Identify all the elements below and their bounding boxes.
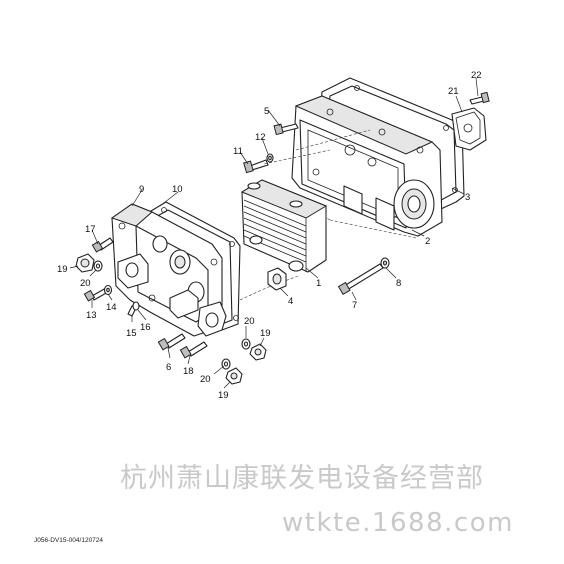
- callout-20-bottom: 20: [200, 374, 211, 385]
- leader-lines: [69, 77, 479, 389]
- watermark-company: 杭州萧山康联发电设备经营部: [120, 463, 484, 494]
- front-cover: [110, 203, 227, 337]
- callout-18: 18: [183, 366, 194, 377]
- callout-19-bottom: 19: [218, 390, 229, 401]
- washer-16: [132, 301, 140, 311]
- seal-ring-4: [267, 267, 287, 291]
- plug-19-right: [249, 343, 267, 361]
- callout-22: 22: [471, 70, 482, 81]
- callout-7: 7: [352, 300, 357, 311]
- callout-16: 16: [140, 322, 151, 333]
- watermark-site: wtkte.1688.com: [282, 508, 514, 538]
- bolt-7: [337, 263, 384, 296]
- bolt-18: [179, 341, 208, 359]
- washer-12: [266, 153, 274, 163]
- callout-5: 5: [264, 106, 269, 117]
- bolt-6: [157, 333, 186, 351]
- callout-8: 8: [396, 278, 401, 289]
- callout-13: 13: [86, 310, 97, 321]
- seal-20-left: [93, 260, 103, 272]
- callout-3: 3: [465, 192, 470, 203]
- oil-cooler-core: [240, 179, 328, 273]
- callout-20-left: 20: [80, 278, 91, 289]
- callout-4: 4: [288, 296, 293, 307]
- plug-19-bottom: [225, 367, 243, 385]
- seal-20-right: [241, 338, 251, 350]
- drawing-code: J056-DV15-004/120724: [34, 537, 104, 544]
- callout-10: 10: [172, 184, 183, 195]
- bracket-21: [451, 107, 487, 151]
- seal-20-bottom: [221, 358, 231, 370]
- bolt-11: [243, 159, 269, 174]
- oil-cooler-housing: [291, 95, 443, 237]
- callout-11: 11: [233, 146, 243, 157]
- callout-20-right: 20: [244, 316, 255, 327]
- callout-6: 6: [166, 362, 171, 373]
- callout-14: 14: [106, 302, 117, 313]
- callout-12: 12: [255, 132, 266, 143]
- washer-14: [103, 284, 113, 296]
- callout-15: 15: [126, 328, 137, 339]
- callout-19-left: 19: [57, 264, 68, 275]
- callout-9: 9: [139, 184, 144, 195]
- washer-8: [380, 257, 390, 269]
- bolt-5: [273, 123, 299, 136]
- callout-17: 17: [85, 224, 96, 235]
- callout-2: 2: [425, 236, 430, 247]
- plug-19-left: [75, 253, 95, 273]
- callout-21: 21: [448, 86, 459, 97]
- bolt-17: [91, 237, 114, 253]
- bolt-22: [469, 91, 490, 105]
- callout-1: 1: [316, 278, 321, 289]
- callout-19-right: 19: [260, 328, 271, 339]
